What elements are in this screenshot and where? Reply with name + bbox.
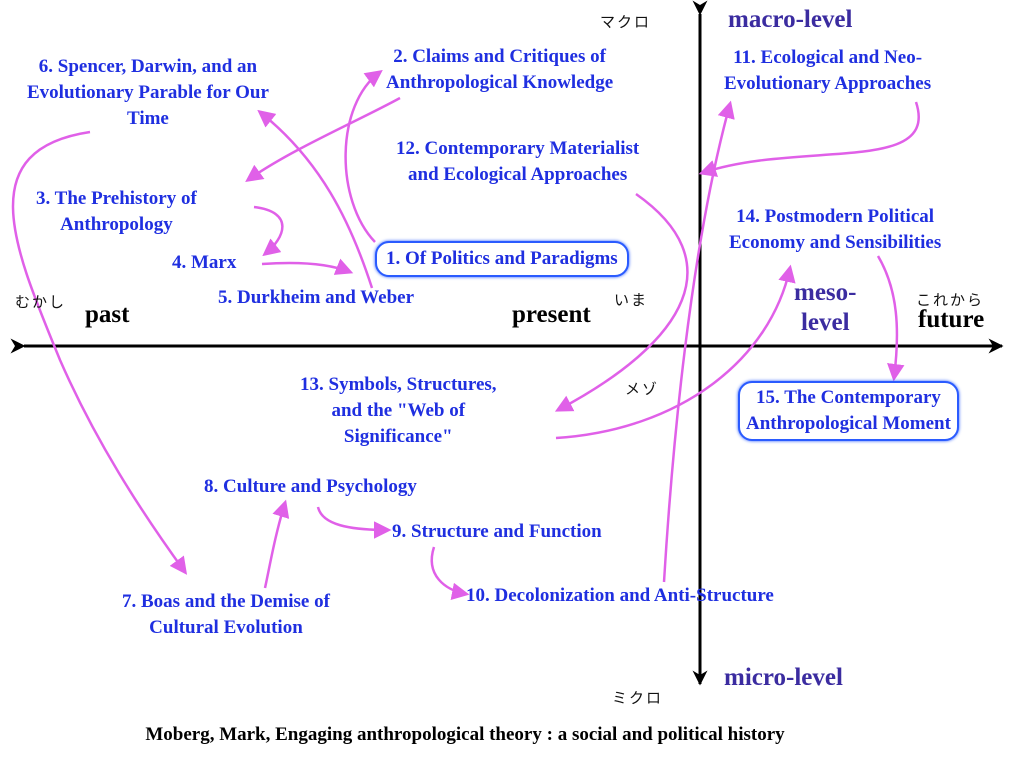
node-11-line-1: 11. Ecological and Neo- xyxy=(733,47,923,68)
arrow-2-to-3 xyxy=(245,96,401,183)
node-3-prehistory: 3. The Prehistory of Anthropology xyxy=(36,186,197,238)
node-11-line-2: Evolutionary Approaches xyxy=(724,73,932,94)
node-15-line-1: 15. The Contemporary xyxy=(756,387,941,408)
node-13-line-3: Significance" xyxy=(343,426,453,447)
arrow-14-to-15 xyxy=(876,255,905,382)
node-7-boas: 7. Boas and the Demise of Cultural Evolu… xyxy=(122,589,330,641)
micro-jp-label: ミクロ xyxy=(612,689,664,707)
arrow-9-to-10 xyxy=(430,546,470,600)
node-2-line-2: Anthropological Knowledge xyxy=(386,72,614,93)
node-8-culture-psychology: 8. Culture and Psychology xyxy=(204,474,417,500)
arrow-11-to-12 xyxy=(698,101,920,177)
node-13-line-1: 13. Symbols, Structures, xyxy=(300,374,497,395)
node-5-line-1: 5. Durkheim and Weber xyxy=(218,287,415,308)
micro-level-label: micro-level xyxy=(724,664,843,691)
node-7-line-2: Cultural Evolution xyxy=(149,617,303,638)
future-label: future xyxy=(918,306,985,333)
node-2-line-1: 2. Claims and Critiques of xyxy=(393,46,606,67)
arrow-5-to-6 xyxy=(257,109,374,289)
node-11-ecological-neo-evolutionary: 11. Ecological and Neo- Evolutionary App… xyxy=(724,45,931,97)
node-15-line-2: Anthropological Moment xyxy=(746,413,951,434)
arrow-10-to-11 xyxy=(662,100,735,583)
node-1-politics-paradigms: 1. Of Politics and Paradigms xyxy=(375,241,629,277)
meso-level-line1: meso- xyxy=(794,279,857,306)
node-12-materialist-ecological: 12. Contemporary Materialist and Ecologi… xyxy=(396,136,639,188)
node-12-line-1: 12. Contemporary Materialist xyxy=(396,138,640,159)
arrow-8-to-9 xyxy=(316,506,392,539)
node-3-line-1: 3. The Prehistory of xyxy=(36,188,197,209)
node-2-claims-critiques: 2. Claims and Critiques of Anthropologic… xyxy=(386,44,613,96)
node-13-line-2: and the "Web of xyxy=(331,400,466,421)
arrow-7-to-8 xyxy=(263,499,290,589)
arrow-13-to-14 xyxy=(555,264,796,440)
node-6-line-3: Time xyxy=(127,108,169,129)
present-jp-label: いま xyxy=(614,291,649,309)
node-6-line-2: Evolutionary Parable for Our xyxy=(27,82,269,103)
node-4-marx: 4. Marx xyxy=(172,250,236,276)
node-14-line-1: 14. Postmodern Political xyxy=(736,206,935,227)
node-1-line-1: 1. Of Politics and Paradigms xyxy=(386,248,618,269)
node-9-structure-function: 9. Structure and Function xyxy=(392,519,602,545)
future-jp-label: これから xyxy=(916,291,985,309)
arrow-6-to-7 xyxy=(11,130,188,575)
macro-jp-label: マクロ xyxy=(600,13,652,31)
node-14-line-2: Economy and Sensibilities xyxy=(729,232,942,253)
node-4-line-1: 4. Marx xyxy=(172,252,237,273)
node-10-line-1: 10. Decolonization and Anti-Structure xyxy=(466,585,774,606)
node-9-line-1: 9. Structure and Function xyxy=(392,521,602,542)
node-7-line-1: 7. Boas and the Demise of xyxy=(122,591,330,612)
macro-level-label: macro-level xyxy=(728,6,853,33)
node-6-line-1: 6. Spencer, Darwin, and an xyxy=(38,56,258,77)
meso-level-label: meso- level xyxy=(794,278,856,338)
arrow-3-to-4 xyxy=(253,205,284,257)
node-6-spencer-darwin: 6. Spencer, Darwin, and an Evolutionary … xyxy=(27,54,269,132)
node-5-durkheim-weber: 5. Durkheim and Weber xyxy=(218,285,414,311)
node-13-symbols-structures: 13. Symbols, Structures, and the "Web of… xyxy=(300,372,497,450)
node-14-postmodern-political-economy: 14. Postmodern Political Economy and Sen… xyxy=(729,204,941,256)
node-12-line-2: and Ecological Approaches xyxy=(408,164,628,185)
node-10-decolonization: 10. Decolonization and Anti-Structure xyxy=(466,583,774,609)
arrow-12-to-13 xyxy=(554,192,689,412)
arrow-1-to-2 xyxy=(344,69,383,243)
node-3-line-2: Anthropology xyxy=(60,214,173,235)
source-caption: Moberg, Mark, Engaging anthropological t… xyxy=(145,724,785,745)
meso-level-line2: level xyxy=(800,309,850,336)
present-label: present xyxy=(512,301,591,328)
node-15-contemporary-moment: 15. The Contemporary Anthropological Mom… xyxy=(738,381,959,441)
past-jp-label: むかし xyxy=(15,293,67,311)
past-label: past xyxy=(85,301,130,328)
arrow-4-to-5 xyxy=(261,258,354,275)
meso-jp-label: メゾ xyxy=(625,380,660,398)
node-8-line-1: 8. Culture and Psychology xyxy=(204,476,417,497)
